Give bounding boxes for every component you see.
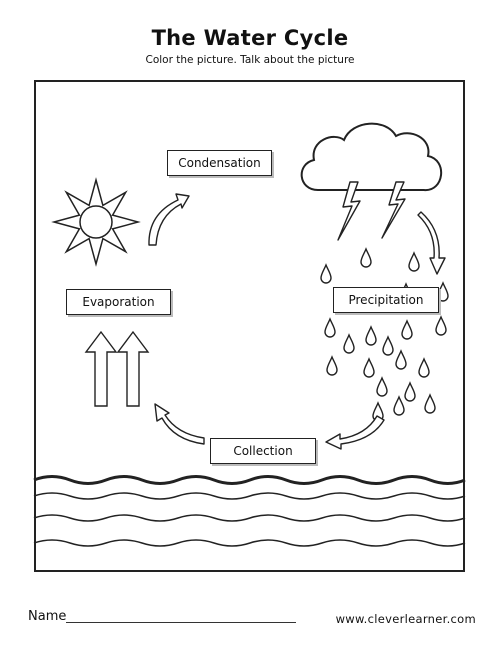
worksheet-title: The Water Cycle (151, 26, 349, 50)
raindrop-icon (324, 317, 336, 338)
raindrop-icon (404, 381, 416, 402)
raindrop-icon (326, 355, 338, 376)
raindrop-icon (435, 315, 447, 336)
website-url: www.cleverlearner.com (335, 612, 476, 626)
name-label: Name (28, 609, 67, 624)
lightning-icon (337, 181, 406, 241)
raindrop-icon (418, 357, 430, 378)
raindrop-icon (376, 376, 388, 397)
cloud-icon (300, 122, 443, 192)
raindrop-icon (365, 325, 377, 346)
collection-label: Collection (210, 438, 316, 464)
evaporation-label: Evaporation (66, 289, 171, 315)
raindrops (320, 247, 449, 422)
raindrop-icon (382, 335, 394, 356)
name-line (66, 622, 296, 623)
condensation-label: Condensation (167, 150, 272, 176)
raindrop-icon (395, 349, 407, 370)
raindrop-icon (320, 263, 332, 284)
raindrop-icon (424, 393, 436, 414)
raindrop-icon (408, 251, 420, 272)
raindrop-icon (393, 395, 405, 416)
precipitation-label: Precipitation (333, 287, 439, 313)
arrow-icon (417, 211, 446, 275)
arrow-icon (154, 403, 205, 445)
picture-frame (34, 80, 465, 572)
raindrop-icon (437, 281, 449, 302)
sun-icon (51, 177, 141, 267)
water-wave-icon (33, 475, 466, 547)
worksheet-subtitle: Color the picture. Talk about the pictur… (145, 54, 355, 66)
evaporation-arrows-icon (84, 330, 150, 407)
arrow-icon (325, 415, 385, 450)
arrow-icon (148, 193, 190, 246)
raindrop-icon (363, 357, 375, 378)
raindrop-icon (401, 319, 413, 340)
raindrop-icon (343, 333, 355, 354)
raindrop-icon (360, 247, 372, 268)
